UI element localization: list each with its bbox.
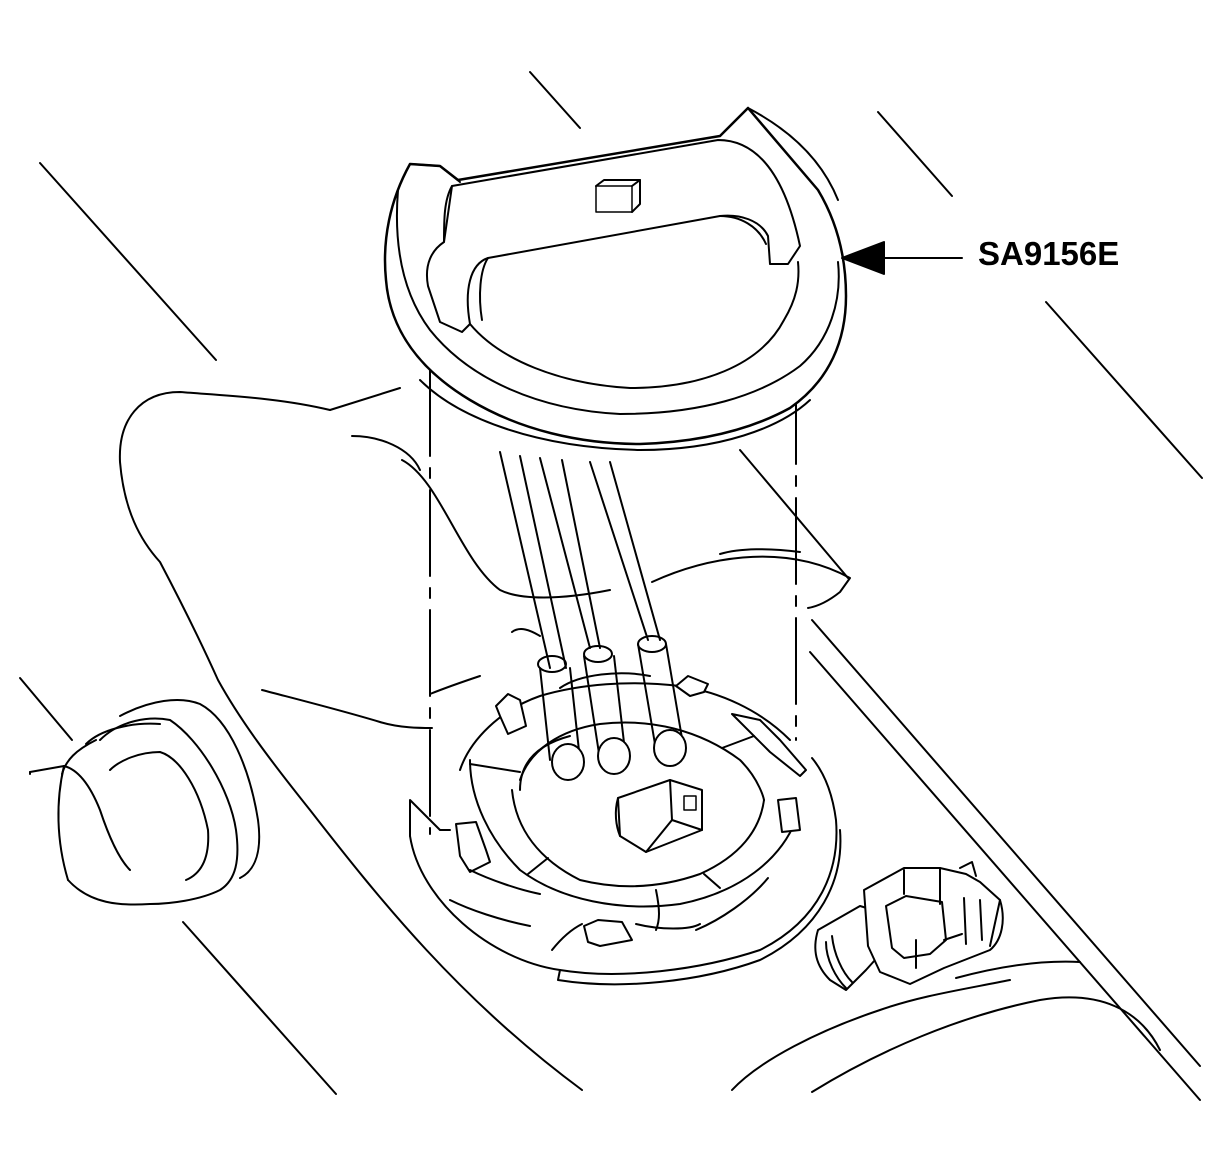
module-connector [614, 779, 703, 853]
harness-connector [814, 861, 1004, 991]
callout-arrow [841, 241, 963, 275]
guide-lines [429, 369, 797, 835]
module-cover [383, 106, 848, 451]
surface-hatch-lines [19, 71, 1203, 1101]
lock-ring-assembly [409, 672, 842, 986]
wire-bundle [499, 451, 687, 781]
filler-hose [29, 699, 261, 906]
tank-ridges [731, 960, 1161, 1093]
fuel-tank-body [118, 387, 851, 1091]
figure-id-label: SA9156E [978, 235, 1120, 272]
